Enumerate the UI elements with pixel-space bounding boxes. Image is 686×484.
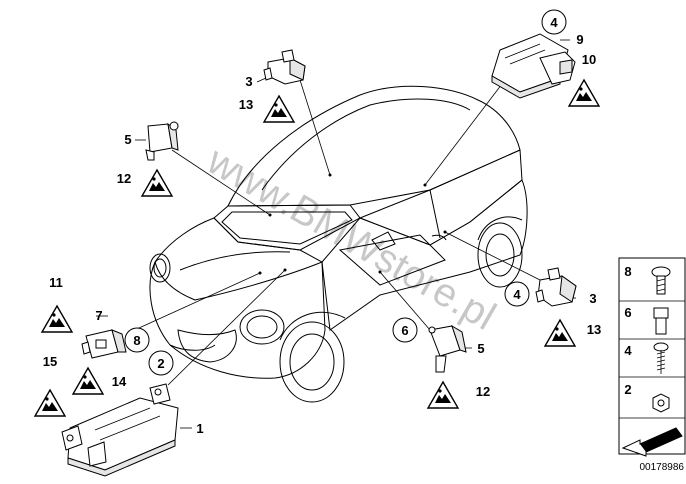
label-8-circle: 8 <box>133 333 140 348</box>
sensor-part-7 <box>81 329 127 359</box>
label-4-top: 4 <box>550 15 558 30</box>
sensor-part-3-top <box>263 49 306 85</box>
sensor-part-5-bottom <box>428 324 467 373</box>
label-13-top: 13 <box>239 97 253 112</box>
airbag-warning-icon-11 <box>41 305 73 333</box>
airbag-warning-icon-10 <box>568 79 600 107</box>
diagram-number: 00178986 <box>640 462 685 473</box>
label-1: 1 <box>196 421 203 436</box>
label-12-left: 12 <box>117 171 131 186</box>
arrow-icon <box>621 427 683 457</box>
label-3-top: 3 <box>245 74 252 89</box>
airbag-warning-icon-12-left <box>141 169 173 197</box>
car-outline <box>149 85 528 403</box>
control-unit-part-1 <box>61 383 179 477</box>
callout-circle-8 <box>124 327 150 353</box>
label-2-circle: 2 <box>157 356 164 371</box>
legend-label-4: 4 <box>624 343 632 358</box>
callout-circle-4-top <box>541 9 567 35</box>
callout-circle-6 <box>392 317 418 343</box>
label-14: 14 <box>112 374 127 389</box>
bolt-icon <box>653 307 669 335</box>
label-5-left: 5 <box>124 132 131 147</box>
airbag-warning-icon-13-top <box>263 95 295 123</box>
airbag-warning-icon-12-bottom <box>427 381 459 409</box>
label-12-bottom: 12 <box>476 384 490 399</box>
label-7: 7 <box>95 308 102 323</box>
label-11: 11 <box>49 275 63 290</box>
label-5-bottom: 5 <box>477 341 484 356</box>
tapping-screw-icon <box>653 342 669 374</box>
label-13-right: 13 <box>587 322 601 337</box>
sensor-part-3-right <box>535 267 577 307</box>
legend-label-2: 2 <box>624 382 631 397</box>
label-10: 10 <box>582 52 596 67</box>
airbag-warning-icon-13-right <box>544 319 576 347</box>
callout-circle-4-right <box>504 281 530 307</box>
airbag-warning-icon-14 <box>72 367 104 395</box>
legend-label-6: 6 <box>624 305 631 320</box>
nut-icon <box>652 393 670 413</box>
screw-icon <box>651 266 671 295</box>
label-6-circle: 6 <box>401 323 408 338</box>
label-4-right: 4 <box>513 287 521 302</box>
hardware-legend: 8 6 4 2 <box>618 257 686 457</box>
label-3-right: 3 <box>589 291 596 306</box>
callout-circle-2 <box>148 350 174 376</box>
control-unit-part-9 <box>491 33 576 99</box>
label-9: 9 <box>576 32 583 47</box>
sensor-part-5-left <box>145 121 179 161</box>
airbag-warning-icon-15 <box>34 389 66 417</box>
label-15: 15 <box>43 354 57 369</box>
legend-label-8: 8 <box>624 264 631 279</box>
